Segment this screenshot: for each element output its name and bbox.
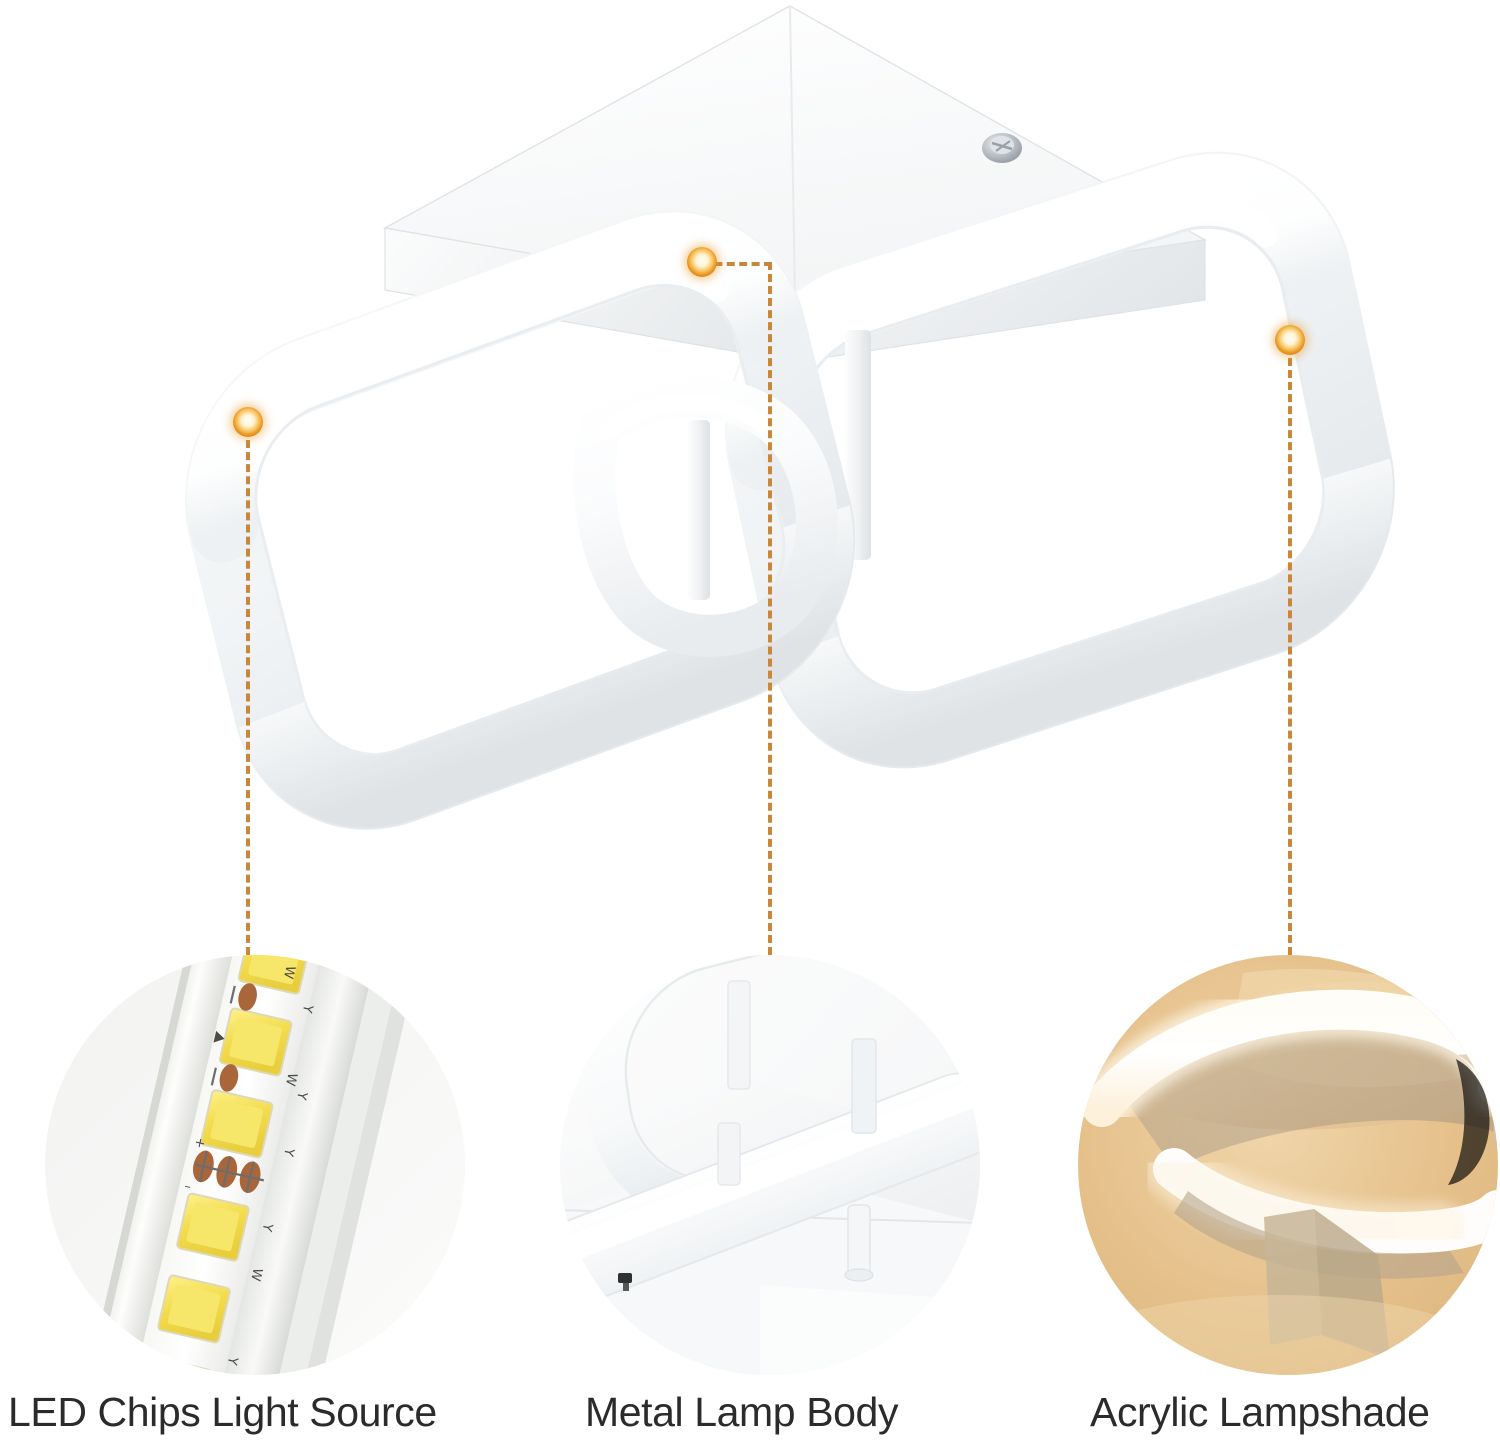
silk-mark-y-4: Y — [259, 1221, 276, 1233]
wire-connector — [618, 1273, 632, 1291]
metal-body-detail-image — [560, 955, 980, 1375]
product-illustration — [184, 5, 1395, 830]
silk-mark-y-5: Y — [224, 1354, 241, 1366]
silk-mark-y-2: Y — [293, 1089, 310, 1101]
mounting-screw — [982, 133, 1022, 163]
caption-metal-body: Metal Lamp Body — [585, 1389, 899, 1435]
callout-marker-lampshade[interactable] — [1275, 325, 1305, 355]
silk-mark-y-1: Y — [299, 1002, 316, 1014]
connector-line-body-horizontal — [702, 262, 772, 266]
silk-mark-minus-1: – — [183, 1179, 193, 1195]
led-chip-detail-circle: W Y W Y Y + – Y W Y 180D W 7MM — [45, 955, 465, 1375]
ring-interlock — [573, 375, 838, 657]
silk-mark-w-1: W — [280, 964, 298, 980]
acrylic-shade-detail-circle — [1078, 955, 1498, 1375]
body-support-pin — [844, 1204, 874, 1282]
metal-body-detail-circle — [560, 955, 980, 1375]
connector-line-led — [246, 440, 250, 955]
connector-line-body — [768, 262, 772, 955]
caption-acrylic-shade: Acrylic Lampshade — [1090, 1389, 1430, 1435]
caption-led-chips: LED Chips Light Source — [8, 1389, 437, 1435]
silk-mark-plus-1: + — [193, 1135, 207, 1152]
silk-mark-w-3: W — [247, 1266, 265, 1282]
led-chip-detail-image: W Y W Y Y + – Y W Y 180D W 7MM — [45, 955, 465, 1375]
callout-marker-lamp-body[interactable] — [687, 247, 717, 277]
connector-line-shade — [1288, 358, 1292, 955]
callout-marker-led-chips[interactable] — [233, 407, 263, 437]
acrylic-shade-detail-image — [1078, 955, 1498, 1375]
silk-mark-y-3: Y — [280, 1146, 297, 1158]
silk-mark-w-2: W — [282, 1071, 300, 1087]
